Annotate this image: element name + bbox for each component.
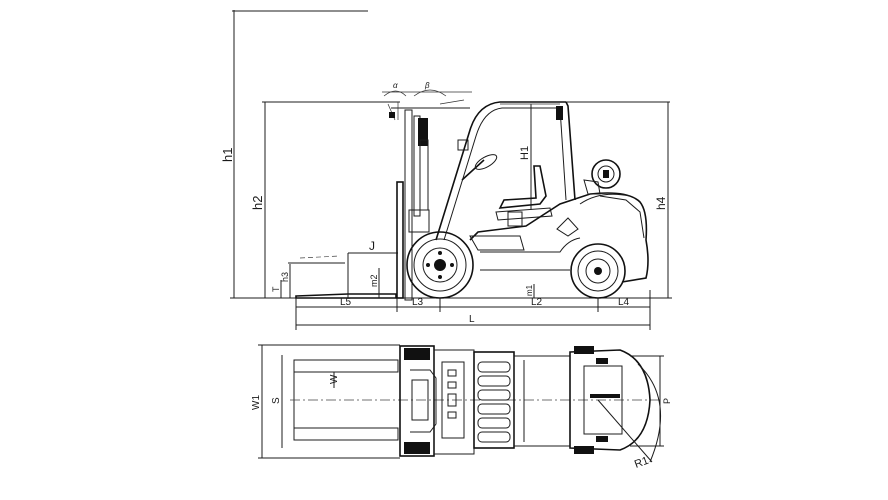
steering-column [461,159,485,181]
overhead-guard-rear-inner [559,107,567,201]
hood-hinge [507,211,523,227]
fork-carriage [408,209,430,233]
dash-controls [447,369,457,419]
rear-light [556,106,563,120]
W-label: W [329,374,340,384]
front-tire-right-top [404,442,430,454]
fork-left-top [293,359,399,373]
L3-label: L3 [412,297,424,308]
L-label: L [469,314,475,325]
lift-cylinder [419,139,429,211]
lpg-tank-top [583,365,623,435]
h2-label: h2 [250,196,265,210]
alpha-label: α [393,81,398,90]
beta-label: β [424,81,430,90]
rear-tire-left-top [574,346,594,354]
R1-label: R1 [633,455,650,471]
mast-pin [389,112,395,118]
mast-outer-rail [396,181,404,299]
body-side-line [480,237,581,253]
front-wheel-hub [434,259,446,271]
rear-wheel-rim [585,258,611,284]
front-wheel-lugs [426,251,454,279]
counterweight-top [579,193,631,205]
fork-raised-outline [299,255,341,259]
fork-right-top [293,427,399,441]
lpg-valve [603,170,609,178]
step-panel [469,235,525,251]
overhead-guard-front-post [435,101,566,241]
alpha-arc [383,90,407,97]
operator-seat [498,165,547,209]
dashboard-lever [457,139,469,151]
front-wheel-tread [413,238,467,292]
top-view: W1 S W [251,344,672,471]
beta-arc [413,89,447,97]
seat-base [495,207,553,221]
h3-label: h3 [280,272,290,282]
guard-slats-top [477,361,511,443]
counterweight-curve [599,195,645,239]
tank-bracket [583,179,601,195]
side-view: h1 h2 h4 H1 T h3 J m2 [220,10,672,330]
h1-label: h1 [220,148,235,162]
H1-label: H1 [519,146,531,160]
P-label: P [662,398,672,404]
T-label: T [271,286,281,292]
front-tire-left-top [404,348,430,360]
rear-wheel-hub [594,267,602,275]
side-emblem [556,217,579,237]
rear-tire-right-top [574,446,594,454]
hood-top [513,355,571,447]
lpg-tank [591,159,621,189]
lift-cylinder-head [418,118,428,146]
lift-cylinder-top [411,379,429,421]
overhead-guard-rear-post [565,101,576,201]
carriage-plate-top [399,345,435,457]
L5-label: L5 [340,297,352,308]
W1-label: W1 [251,395,262,410]
L2-label: L2 [531,297,543,308]
truck-body-outline [469,192,649,283]
dash-panel-top [441,361,465,439]
beta-leader [439,99,465,105]
lpg-tank-mounts [590,358,620,442]
J-label: J [369,239,375,253]
fork-bracket-top [410,369,437,433]
rear-wheel-tread [577,250,619,292]
R1-arc [637,363,661,463]
steering-wheel [474,154,498,170]
L4-label: L4 [618,297,630,308]
counterweight-top-view [569,349,651,451]
mast-inner-rail [404,109,413,301]
fork-blade-side [295,293,397,299]
overhead-guard-inner-post [443,107,562,241]
m2-label: m2 [369,274,379,287]
h4-label: h4 [654,196,668,210]
lpg-tank-valve-ring [597,165,615,183]
R1-radius-line [597,399,653,463]
m1-label: m1 [525,284,534,296]
S-label: S [271,397,282,404]
front-wheel-rim [422,247,458,283]
